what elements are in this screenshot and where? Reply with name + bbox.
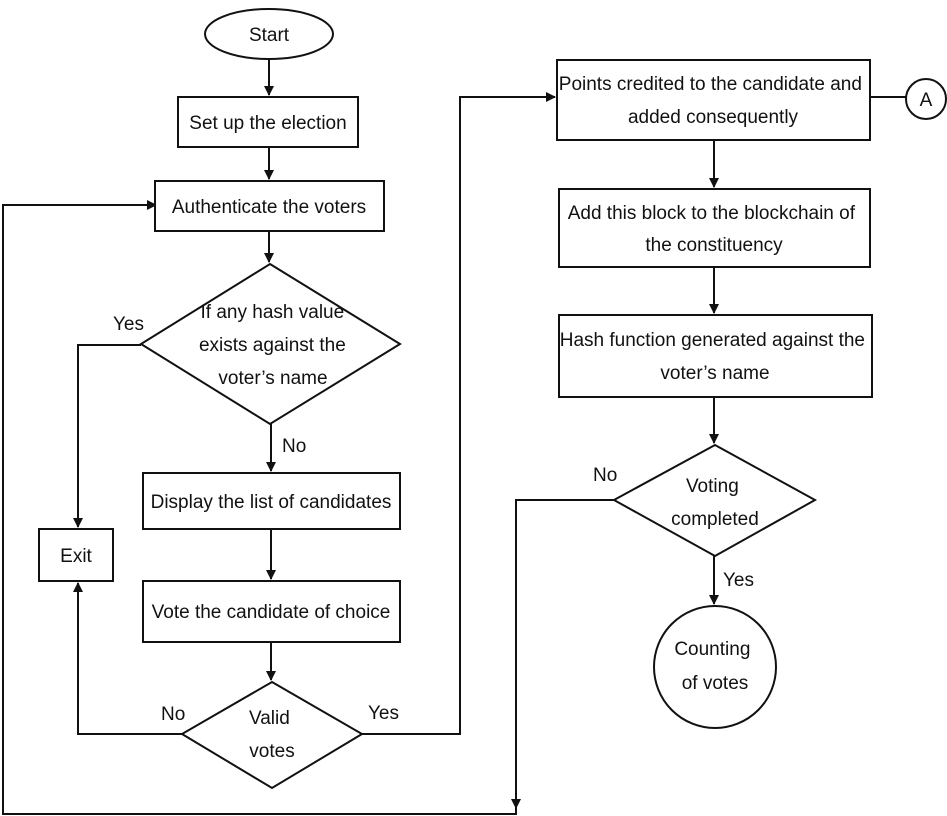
edge-valid-yes-points	[362, 92, 556, 735]
hash-function-label: Hash function generated against the vote…	[560, 330, 871, 384]
valid-yes-label: Yes	[368, 703, 399, 724]
display-candidates-label: Display the list of candidates	[151, 492, 392, 513]
add-block-line-1: Add this block to the blockchain of	[568, 203, 856, 224]
hash-check-line-1: If any hash value	[201, 302, 345, 323]
authenticate-voters-box	[154, 180, 385, 232]
add-block-label: Add this block to the blockchain of the …	[568, 203, 861, 256]
exit-label: Exit	[60, 546, 92, 567]
display-candidates-box	[142, 472, 401, 530]
hash-no-label: No	[282, 436, 306, 457]
vote-choice-box	[142, 580, 401, 643]
start-label: Start	[249, 25, 290, 46]
hash-check-decision	[139, 262, 402, 426]
vote-choice-label: Vote the candidate of choice	[152, 602, 391, 623]
valid-votes-line-1: Valid	[249, 708, 290, 729]
add-block-line-2: the constituency	[645, 235, 783, 256]
edge-valid-no-exit	[73, 582, 182, 735]
valid-votes-decision	[180, 680, 364, 790]
connector-a	[905, 78, 947, 120]
counting-line-1: Counting	[674, 639, 750, 660]
counting-line-2: of votes	[682, 673, 749, 694]
counting-label: Counting of votes	[674, 639, 755, 694]
hash-function-line-1: Hash function generated against the	[560, 330, 865, 351]
hash-function-box	[558, 314, 873, 398]
exit-box	[38, 528, 114, 582]
points-credited-label: Points credited to the candidate and add…	[559, 74, 867, 128]
setup-election-box	[177, 96, 359, 148]
voting-completed-label: Voting completed	[671, 476, 759, 530]
valid-votes-line-2: votes	[249, 741, 294, 762]
valid-no-label: No	[161, 704, 185, 725]
hash-function-line-2: voter’s name	[660, 363, 769, 384]
points-credited-line-2: added consequently	[628, 107, 799, 128]
done-yes-label: Yes	[723, 570, 754, 591]
valid-votes-label: Valid votes	[249, 708, 295, 762]
hash-check-line-3: voter’s name	[218, 368, 327, 389]
voting-completed-line-1: Voting	[686, 476, 739, 497]
hash-check-line-2: exists against the	[199, 335, 346, 356]
setup-election-label: Set up the election	[189, 113, 346, 134]
voting-completed-line-2: completed	[671, 509, 759, 530]
edge-hash-yes-exit	[73, 344, 141, 528]
edge-done-no	[511, 499, 614, 809]
authenticate-voters-label: Authenticate the voters	[172, 197, 366, 218]
voting-completed-decision	[611, 443, 818, 558]
add-block-box	[558, 188, 871, 268]
counting-terminal	[653, 605, 777, 729]
connector-a-label: A	[920, 90, 933, 111]
done-no-label: No	[593, 465, 617, 486]
hash-check-label: If any hash value exists against the vot…	[199, 302, 351, 389]
start-terminal	[204, 8, 334, 60]
hash-yes-label: Yes	[113, 314, 144, 335]
points-credited-box	[556, 59, 871, 141]
points-credited-line-1: Points credited to the candidate and	[559, 74, 862, 95]
